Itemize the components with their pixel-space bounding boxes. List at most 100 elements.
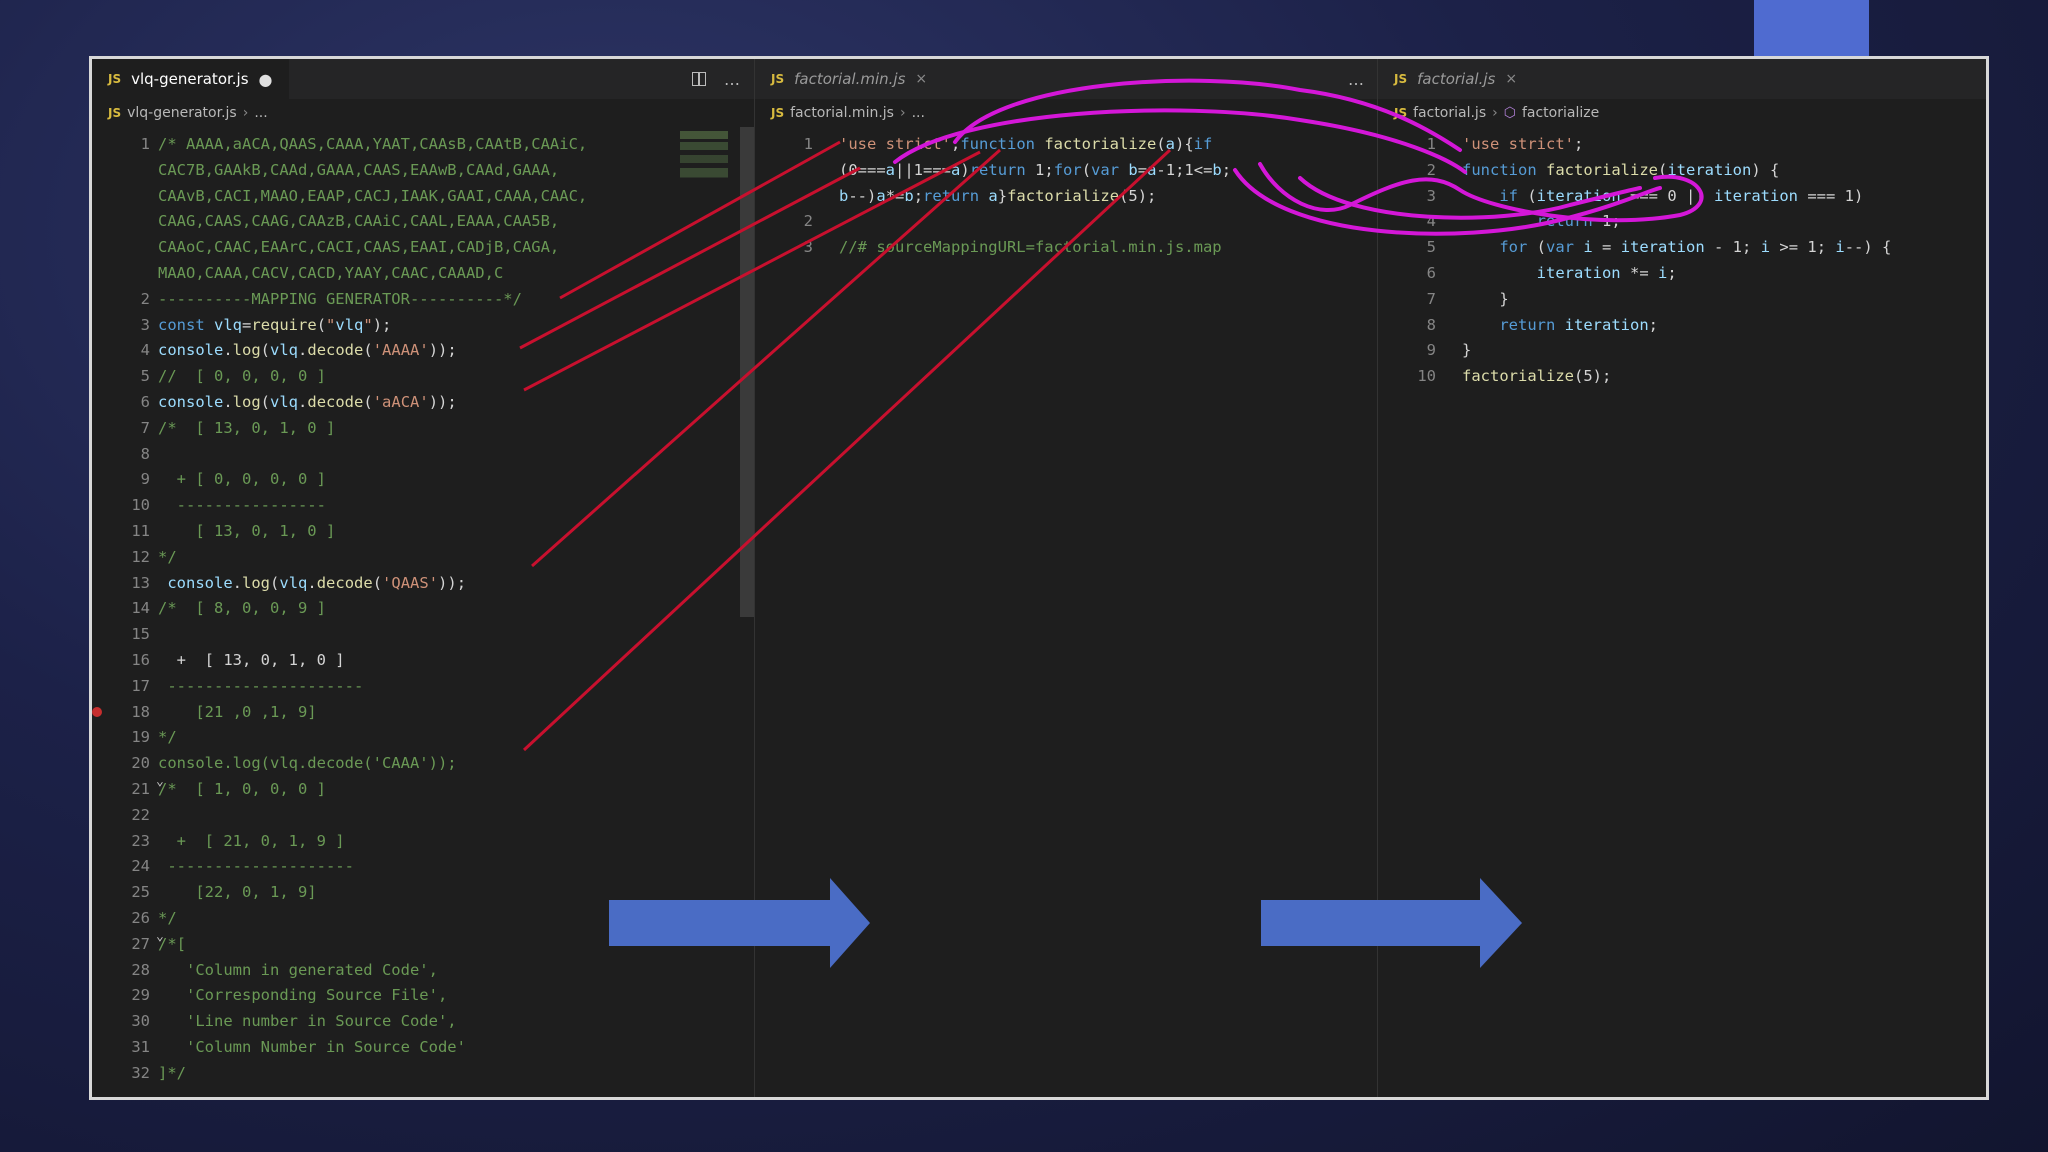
code-line[interactable]: 1'use strict';function factorialize(a){i… (755, 131, 1378, 157)
line-number[interactable]: 1 (1426, 135, 1436, 153)
line-number[interactable]: 12 (131, 547, 150, 566)
line-number[interactable]: 21 (131, 780, 150, 798)
code-line[interactable]: 12*/ (92, 544, 754, 570)
line-number[interactable]: 2 (140, 289, 150, 308)
code-line[interactable]: b--)a*=b;return a}factorialize(5); (755, 183, 1378, 209)
line-number[interactable]: 10 (131, 496, 150, 515)
code-line[interactable]: 15 (92, 621, 754, 647)
code-editor[interactable]: 1/* AAAA,aACA,QAAS,CAAA,YAAT,CAAsB,CAAtB… (92, 127, 754, 1097)
line-number[interactable]: 11 (131, 522, 150, 540)
more-actions-icon[interactable]: … (1348, 69, 1364, 89)
code-line[interactable]: (0===a||1===a)return 1;for(var b=a-1;1<=… (755, 157, 1378, 183)
code-line[interactable]: 5 for (var i = iteration - 1; i >= 1; i-… (1378, 234, 1986, 260)
breadcrumb-file[interactable]: factorial.min.js (790, 105, 894, 121)
line-number[interactable]: 32 (131, 1063, 150, 1082)
code-line[interactable]: 23 + [ 21, 0, 1, 9 ] (92, 828, 754, 854)
code-line[interactable]: 11 [ 13, 0, 1, 0 ] (92, 518, 754, 544)
code-line[interactable]: 8 (92, 441, 754, 467)
line-number[interactable]: 7 (140, 418, 150, 437)
line-number[interactable]: 29 (131, 986, 150, 1005)
split-editor-icon[interactable] (692, 72, 706, 86)
line-number[interactable]: 13 (131, 573, 150, 592)
line-number[interactable]: 23 (131, 831, 150, 850)
code-line[interactable]: 10 ---------------- (92, 492, 754, 518)
code-line[interactable]: 1/* AAAA,aACA,QAAS,CAAA,YAAT,CAAsB,CAAtB… (92, 131, 754, 157)
code-line[interactable]: 3//# sourceMappingURL=factorial.min.js.m… (755, 234, 1378, 260)
code-line[interactable]: 25 [22, 0, 1, 9] (92, 879, 754, 905)
breadcrumb-more[interactable]: ... (254, 105, 268, 121)
line-number[interactable]: 27 (131, 934, 150, 953)
code-line[interactable]: 1'use strict'; (1378, 131, 1986, 157)
code-line[interactable]: MAAO,CAAA,CACV,CACD,YAAY,CAAC,CAAAD,C (92, 260, 754, 286)
code-line[interactable]: 17 --------------------- (92, 673, 754, 699)
unsaved-dot-icon[interactable]: ● (258, 69, 273, 89)
line-number[interactable]: 7 (1426, 289, 1436, 308)
code-line[interactable]: 28 'Column in generated Code', (92, 957, 754, 983)
fold-chevron-icon[interactable]: ⌄ (156, 774, 164, 789)
code-line[interactable]: 9 + [ 0, 0, 0, 0 ] (92, 466, 754, 492)
line-number[interactable]: 24 (131, 857, 150, 876)
breadcrumb-symbol[interactable]: factorialize (1521, 105, 1600, 121)
line-number[interactable]: 17 (131, 676, 150, 695)
line-number[interactable]: 10 (1417, 367, 1436, 386)
code-line[interactable]: 7/* [ 13, 0, 1, 0 ] (92, 415, 754, 441)
code-line[interactable]: CAC7B,GAAkB,CAAd,GAAA,CAAS,EAAwB,CAAd,GA… (92, 157, 754, 183)
breadcrumb-file[interactable]: vlq-generator.js (127, 105, 237, 121)
line-number[interactable]: 2 (1426, 160, 1436, 179)
tab-factorial[interactable]: JS factorial.js × (1378, 59, 1533, 99)
line-number[interactable]: 5 (140, 367, 150, 386)
code-line[interactable]: CAAG,CAAS,CAAG,CAAzB,CAAiC,CAAL,EAAA,CAA… (92, 208, 754, 234)
line-number[interactable]: 31 (131, 1038, 150, 1056)
code-line[interactable]: 32]*/ (92, 1060, 754, 1086)
line-number[interactable]: 18 (131, 702, 150, 721)
code-line[interactable]: 7 } (1378, 286, 1986, 312)
code-line[interactable]: 21/* [ 1, 0, 0, 0 ] (92, 776, 754, 802)
breadcrumb-file[interactable]: factorial.js (1413, 105, 1487, 121)
tab-factorial-min[interactable]: JS factorial.min.js × (755, 59, 943, 99)
line-number[interactable]: 28 (131, 960, 150, 979)
line-number[interactable]: 9 (140, 470, 150, 489)
line-number[interactable]: 3 (803, 238, 813, 257)
code-editor[interactable]: 1'use strict';function factorialize(a){i… (755, 127, 1378, 1097)
line-number[interactable]: 6 (140, 393, 150, 411)
breakpoint-icon[interactable] (92, 706, 102, 717)
breadcrumb-more[interactable]: ... (911, 105, 925, 121)
tab-vlq-generator[interactable]: JS vlq-generator.js ● (92, 59, 289, 99)
line-number[interactable]: 1 (803, 135, 813, 153)
code-line[interactable]: 5// [ 0, 0, 0, 0 ] (92, 363, 754, 389)
code-line[interactable]: 13 console.log(vlq.decode('QAAS')); (92, 570, 754, 596)
code-line[interactable]: 18 [21 ,0 ,1, 9] (92, 699, 754, 725)
line-number[interactable]: 9 (1426, 341, 1436, 360)
code-line[interactable]: 22 (92, 802, 754, 828)
line-number[interactable]: 1 (140, 135, 150, 153)
line-number[interactable]: 16 (131, 651, 150, 669)
line-number[interactable]: 3 (140, 315, 150, 334)
code-line[interactable]: 6 iteration *= i; (1378, 260, 1986, 286)
line-number[interactable]: 20 (131, 754, 150, 773)
line-number[interactable]: 4 (1426, 212, 1436, 231)
line-number[interactable]: 14 (131, 599, 150, 618)
code-line[interactable]: 9} (1378, 337, 1986, 363)
fold-chevron-icon[interactable]: ⌄ (156, 928, 164, 944)
code-line[interactable]: 29 'Corresponding Source File', (92, 982, 754, 1008)
code-line[interactable]: 30 'Line number in Source Code', (92, 1008, 754, 1034)
line-number[interactable]: 4 (140, 341, 150, 360)
line-number[interactable]: 22 (131, 805, 150, 824)
code-line[interactable]: 8 return iteration; (1378, 312, 1986, 338)
close-icon[interactable]: × (915, 71, 928, 87)
code-line[interactable]: 27/*[ (92, 931, 754, 957)
code-line[interactable]: 2 (755, 208, 1378, 234)
line-number[interactable]: 30 (131, 1012, 150, 1031)
code-line[interactable]: CAAoC,CAAC,EAArC,CACI,CAAS,EAAI,CADjB,CA… (92, 234, 754, 260)
line-number[interactable]: 26 (131, 909, 150, 927)
code-line[interactable]: 2----------MAPPING GENERATOR----------*/ (92, 286, 754, 312)
code-line[interactable]: 31 'Column Number in Source Code' (92, 1034, 754, 1060)
line-number[interactable]: 8 (1426, 315, 1436, 334)
line-number[interactable]: 8 (140, 444, 150, 463)
more-actions-icon[interactable]: … (724, 69, 740, 89)
line-number[interactable]: 6 (1426, 264, 1436, 282)
